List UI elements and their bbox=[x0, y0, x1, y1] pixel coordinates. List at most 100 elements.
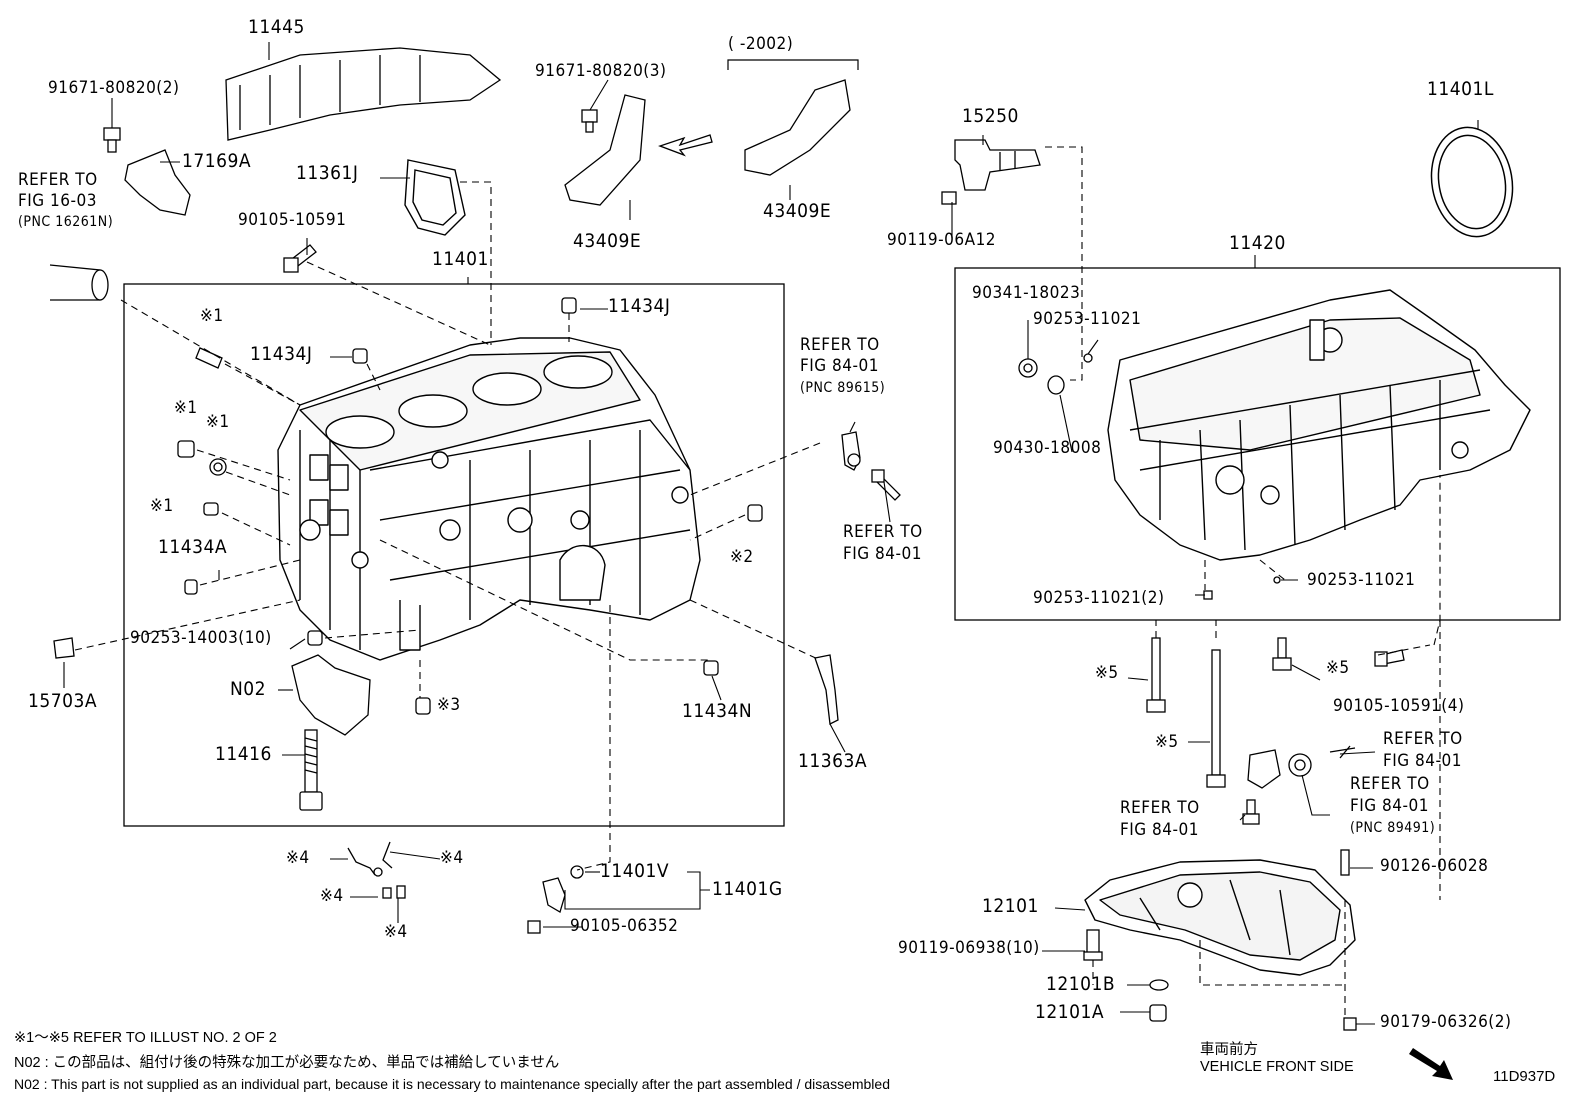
note-mark-4d: ※4 bbox=[384, 922, 408, 942]
refer-fig-16-03-line2[interactable]: FIG 16-03 bbox=[18, 191, 97, 211]
part-17169A-label[interactable]: 17169A bbox=[182, 150, 252, 172]
part-12101-label[interactable]: 12101 bbox=[982, 895, 1039, 917]
refer-fig-84-01-e-line2[interactable]: FIG 84-01 bbox=[1120, 820, 1199, 840]
refer-fig-84-01-c-line2[interactable]: FIG 84-01 bbox=[1383, 751, 1462, 771]
part-15703A-label[interactable]: 15703A bbox=[28, 690, 98, 712]
dashed-assembly-lines bbox=[74, 146, 1441, 1018]
part-11445-label[interactable]: 11445 bbox=[248, 16, 305, 38]
hose-11363A-illustration bbox=[814, 654, 839, 725]
timing-cover-illustration bbox=[225, 47, 502, 141]
part-90253-11021-right-label[interactable]: 90253-11021 bbox=[1307, 570, 1416, 590]
part-11434J-left-label[interactable]: 11434J bbox=[250, 343, 313, 365]
small-parts-illustration bbox=[53, 297, 763, 715]
upper-oil-pan-illustration bbox=[1107, 289, 1531, 561]
part-11416-label[interactable]: 11416 bbox=[215, 743, 272, 765]
refer-fig-84-01-e-line1: REFER TO bbox=[1120, 798, 1200, 818]
note-n02-english: N02 : This part is not supplied as an in… bbox=[14, 1076, 890, 1092]
part-11420-label[interactable]: 11420 bbox=[1229, 232, 1286, 254]
part-90105-10591-label[interactable]: 90105-10591 bbox=[238, 210, 347, 230]
cylinder-block-group-box bbox=[123, 283, 785, 827]
part-15250-label[interactable]: 15250 bbox=[962, 105, 1019, 127]
part-43409E-right-label[interactable]: 43409E bbox=[763, 200, 832, 222]
part-90126-06028-label[interactable]: 90126-06028 bbox=[1380, 856, 1489, 876]
part-11434N-label[interactable]: 11434N bbox=[682, 700, 753, 722]
note-mark-3: ※3 bbox=[437, 695, 461, 715]
note-mark-4a: ※4 bbox=[286, 848, 310, 868]
part-90430-18008-label[interactable]: 90430-18008 bbox=[993, 438, 1102, 458]
bolt-11416-illustration bbox=[299, 729, 323, 811]
refer-fig-84-01-b-line1: REFER TO bbox=[843, 522, 923, 542]
refer-fig-84-01-a-line2[interactable]: FIG 84-01 bbox=[800, 356, 879, 376]
supersede-arrow bbox=[658, 134, 713, 157]
diagram-id: 11D937D bbox=[1493, 1068, 1556, 1085]
part-90253-11021-2-label[interactable]: 90253-11021(2) bbox=[1033, 588, 1165, 608]
note-mark-5c: ※5 bbox=[1326, 658, 1350, 678]
part-90253-14003-label[interactable]: 90253-14003(10) bbox=[130, 628, 272, 648]
refer-fig-84-01-d-line2[interactable]: FIG 84-01 bbox=[1350, 796, 1429, 816]
bolt-91671-2-illustration bbox=[103, 127, 121, 153]
part-90341-18023-label[interactable]: 90341-18023 bbox=[972, 283, 1081, 303]
part-90119-06938-label[interactable]: 90119-06938(10) bbox=[898, 938, 1040, 958]
oil-pan-upper-group-box bbox=[954, 267, 1561, 621]
part-91671-80820-2-label[interactable]: 91671-80820(2) bbox=[48, 78, 180, 98]
part-91671-80820-3-label[interactable]: 91671-80820(3) bbox=[535, 61, 667, 81]
note-mark-2: ※2 bbox=[730, 547, 754, 567]
part-N02-label[interactable]: N02 bbox=[230, 678, 267, 700]
bracket-17169A-illustration bbox=[124, 149, 191, 216]
knock-sensor-illustration bbox=[841, 431, 901, 501]
refer-fig-16-03-pnc: (PNC 16261N) bbox=[18, 214, 114, 230]
water-hose-illustration bbox=[49, 264, 109, 301]
part-90179-06326-label[interactable]: 90179-06326(2) bbox=[1380, 1012, 1512, 1032]
note-n02-japanese: N02 : この部品は、組付け後の特殊な加工が必要なため、単品では補給していませ… bbox=[14, 1055, 560, 1071]
part-11363A-label[interactable]: 11363A bbox=[798, 750, 868, 772]
part-11401-label[interactable]: 11401 bbox=[432, 248, 489, 270]
rear-oil-seal-illustration bbox=[1430, 126, 1514, 238]
oil-control-valve-illustration bbox=[941, 139, 1041, 205]
note-mark-1d: ※1 bbox=[150, 496, 174, 516]
oil-level-sensor-illustration bbox=[1247, 745, 1356, 789]
date-range-bracket bbox=[727, 59, 859, 70]
bearing-cap-N02-illustration bbox=[291, 654, 371, 736]
oil-pan-bolts-illustration bbox=[1146, 637, 1405, 876]
plug-and-gasket-illustration bbox=[1018, 353, 1281, 600]
part-90105-06352-label[interactable]: 90105-06352 bbox=[570, 916, 679, 936]
part-90105-10591-4-label[interactable]: 90105-10591(4) bbox=[1333, 696, 1465, 716]
bolt-91671-3-illustration bbox=[581, 109, 598, 133]
bolt-90105-10591-illustration bbox=[283, 244, 317, 273]
bracket-43409E-left-illustration bbox=[564, 94, 646, 206]
refer-fig-16-03-line1: REFER TO bbox=[18, 170, 98, 190]
part-11434A-label[interactable]: 11434A bbox=[158, 536, 228, 558]
drain-plug-illustration bbox=[1083, 929, 1357, 1031]
note-mark-1b: ※1 bbox=[174, 398, 198, 418]
part-11434J-top-label[interactable]: 11434J bbox=[608, 295, 671, 317]
part-11401G-label[interactable]: 11401G bbox=[712, 878, 783, 900]
vehicle-front-arrow bbox=[1409, 1048, 1453, 1080]
part-90253-11021-top-label[interactable]: 90253-11021 bbox=[1033, 309, 1142, 329]
front-side-japanese: 車両前方 bbox=[1200, 1042, 1258, 1058]
part-12101A-label[interactable]: 12101A bbox=[1035, 1001, 1105, 1023]
part-11401V-label[interactable]: 11401V bbox=[600, 860, 670, 882]
oil-pan-12101-illustration bbox=[1084, 859, 1356, 976]
refer-fig-84-01-b-line2[interactable]: FIG 84-01 bbox=[843, 544, 922, 564]
refer-fig-84-01-a-pnc: (PNC 89615) bbox=[800, 380, 886, 396]
refer-fig-84-01-d-pnc: (PNC 89491) bbox=[1350, 820, 1436, 836]
front-side-english: VEHICLE FRONT SIDE bbox=[1200, 1059, 1354, 1075]
note-mark-1a: ※1 bbox=[200, 306, 224, 326]
note-mark-5a: ※5 bbox=[1095, 663, 1119, 683]
date-range-label: ( -2002) bbox=[728, 34, 794, 54]
part-12101B-label[interactable]: 12101B bbox=[1046, 973, 1116, 995]
part-43409E-left-label[interactable]: 43409E bbox=[573, 230, 642, 252]
note-mark-5b: ※5 bbox=[1155, 732, 1179, 752]
note-refer-illust: ※1～※5 REFER TO ILLUST NO. 2 OF 2 bbox=[14, 1030, 277, 1046]
gasket-11361J-illustration bbox=[404, 159, 466, 236]
part-11361J-label[interactable]: 11361J bbox=[296, 162, 359, 184]
part-90119-06A12-label[interactable]: 90119-06A12 bbox=[887, 230, 997, 250]
oil-nozzle-illustration bbox=[527, 865, 584, 934]
refer-fig-84-01-d-line1: REFER TO bbox=[1350, 774, 1430, 794]
refer-fig-84-01-a-line1: REFER TO bbox=[800, 335, 880, 355]
leader-lines bbox=[63, 42, 1479, 1025]
cylinder-block-illustration bbox=[277, 337, 701, 661]
part-11401L-label[interactable]: 11401L bbox=[1427, 78, 1494, 100]
refer-fig-84-01-c-line1: REFER TO bbox=[1383, 729, 1463, 749]
